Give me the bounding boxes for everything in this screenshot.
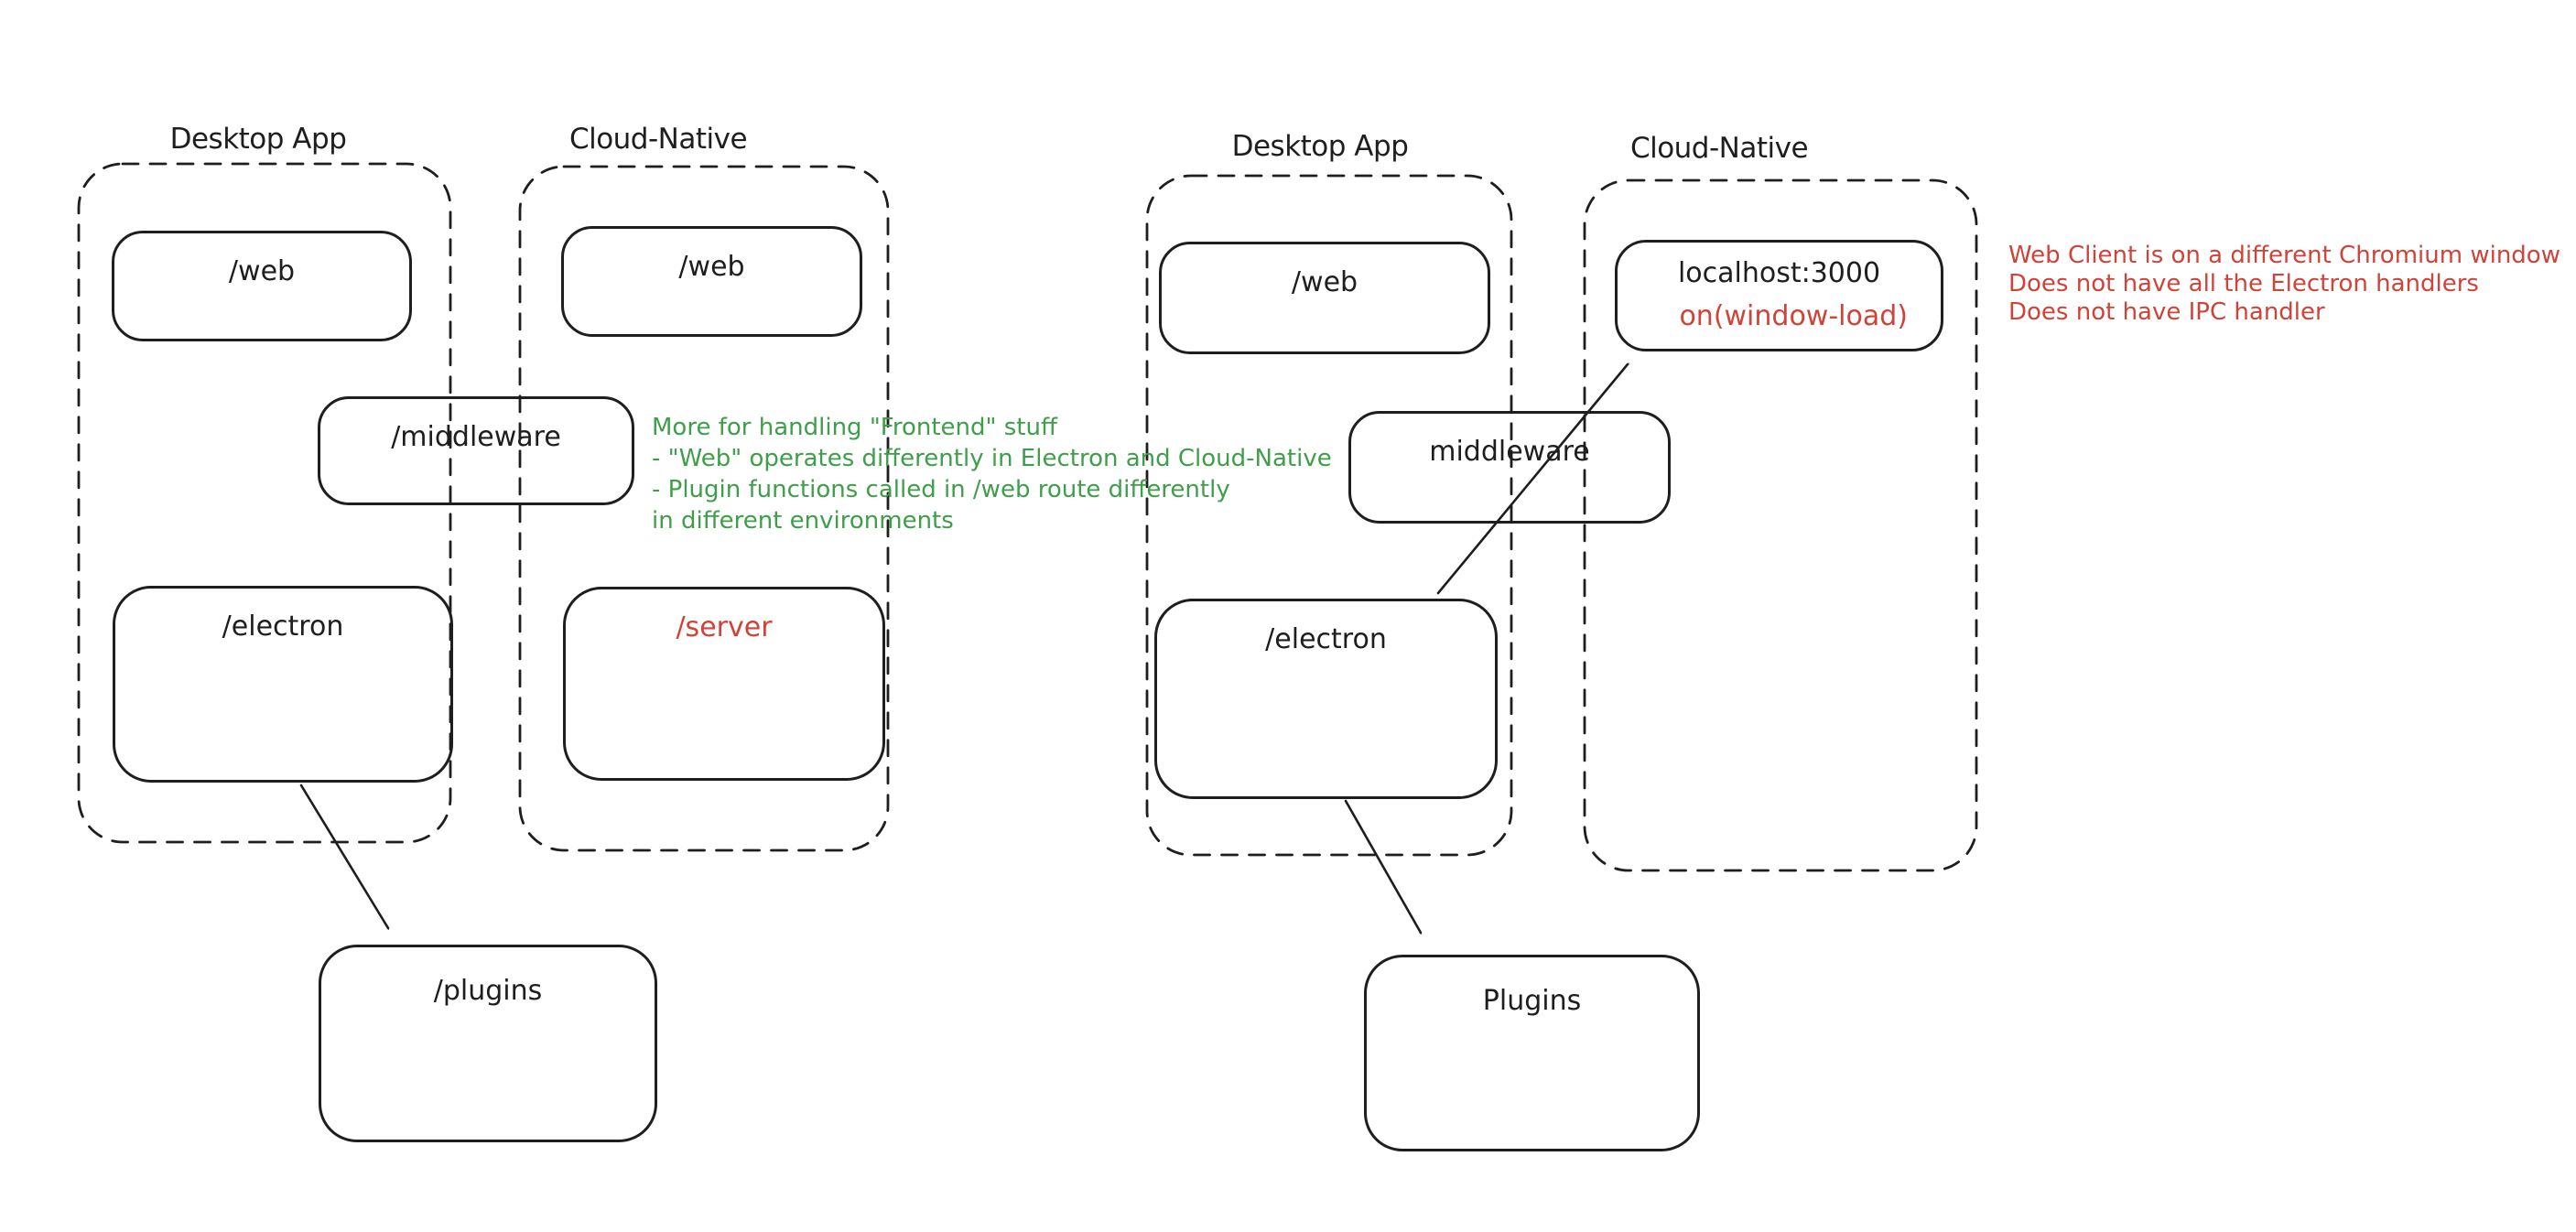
annotation-line: Does not have IPC handler — [2008, 298, 2325, 326]
frontend-annotation: More for handling "Frontend" stuff - "We… — [652, 412, 1332, 536]
web-box-label: /web — [678, 251, 745, 283]
annotation-line: - "Web" operates differently in Electron… — [652, 445, 1332, 472]
annotation-line: in different environments — [652, 507, 954, 535]
annotation-line: Does not have all the Electron handlers — [2008, 270, 2479, 297]
cloud-native-container-right — [1583, 178, 1978, 872]
web-box-desktop-left: /web — [112, 231, 412, 341]
plugins-box-label: /plugins — [433, 975, 543, 1007]
cloud-native-container-left — [518, 165, 890, 852]
plugins-box-right: Plugins — [1364, 955, 1700, 1151]
web-box-label: /web — [1291, 266, 1358, 298]
middleware-box-label: /middleware — [391, 421, 561, 453]
plugins-box-left: /plugins — [319, 945, 657, 1142]
web-box-label: /web — [228, 255, 296, 287]
plugins-box-label: Plugins — [1482, 985, 1582, 1017]
server-box-left: /server — [563, 587, 885, 781]
electron-box-label: /electron — [222, 611, 344, 643]
annotation-line: More for handling "Frontend" stuff — [652, 414, 1057, 441]
web-client-annotation: Web Client is on a different Chromium wi… — [2008, 242, 2560, 327]
server-box-label: /server — [676, 611, 773, 643]
window-load-label: on(window-load) — [1679, 300, 1908, 332]
arrow-electron-to-localhost-right — [1436, 364, 1628, 595]
desktop-app-container-right — [1145, 174, 1513, 857]
left-cloud-native-title: Cloud-Native — [568, 123, 748, 156]
electron-box-left: /electron — [113, 586, 453, 783]
web-box-right: /web — [1159, 242, 1490, 354]
localhost-box-label: localhost:3000 — [1677, 257, 1881, 289]
electron-box-right: /electron — [1154, 599, 1498, 799]
arrow-electron-to-plugins-right — [1344, 799, 1421, 933]
middleware-box-label: middleware — [1429, 436, 1590, 468]
electron-box-label: /electron — [1265, 623, 1387, 655]
middleware-box-left: /middleware — [318, 396, 634, 505]
right-cloud-native-title: Cloud-Native — [1629, 132, 1809, 165]
left-desktop-app-title: Desktop App — [169, 123, 347, 156]
right-desktop-app-title: Desktop App — [1231, 130, 1409, 163]
annotation-line: Web Client is on a different Chromium wi… — [2008, 242, 2560, 269]
arrow-electron-to-plugins-left — [299, 784, 388, 928]
localhost-box-right: localhost:3000 on(window-load) — [1615, 240, 1943, 351]
middleware-box-right: middleware — [1348, 411, 1671, 524]
annotation-line: - Plugin functions called in /web route … — [652, 476, 1230, 503]
web-box-cloud-left: /web — [561, 226, 862, 337]
